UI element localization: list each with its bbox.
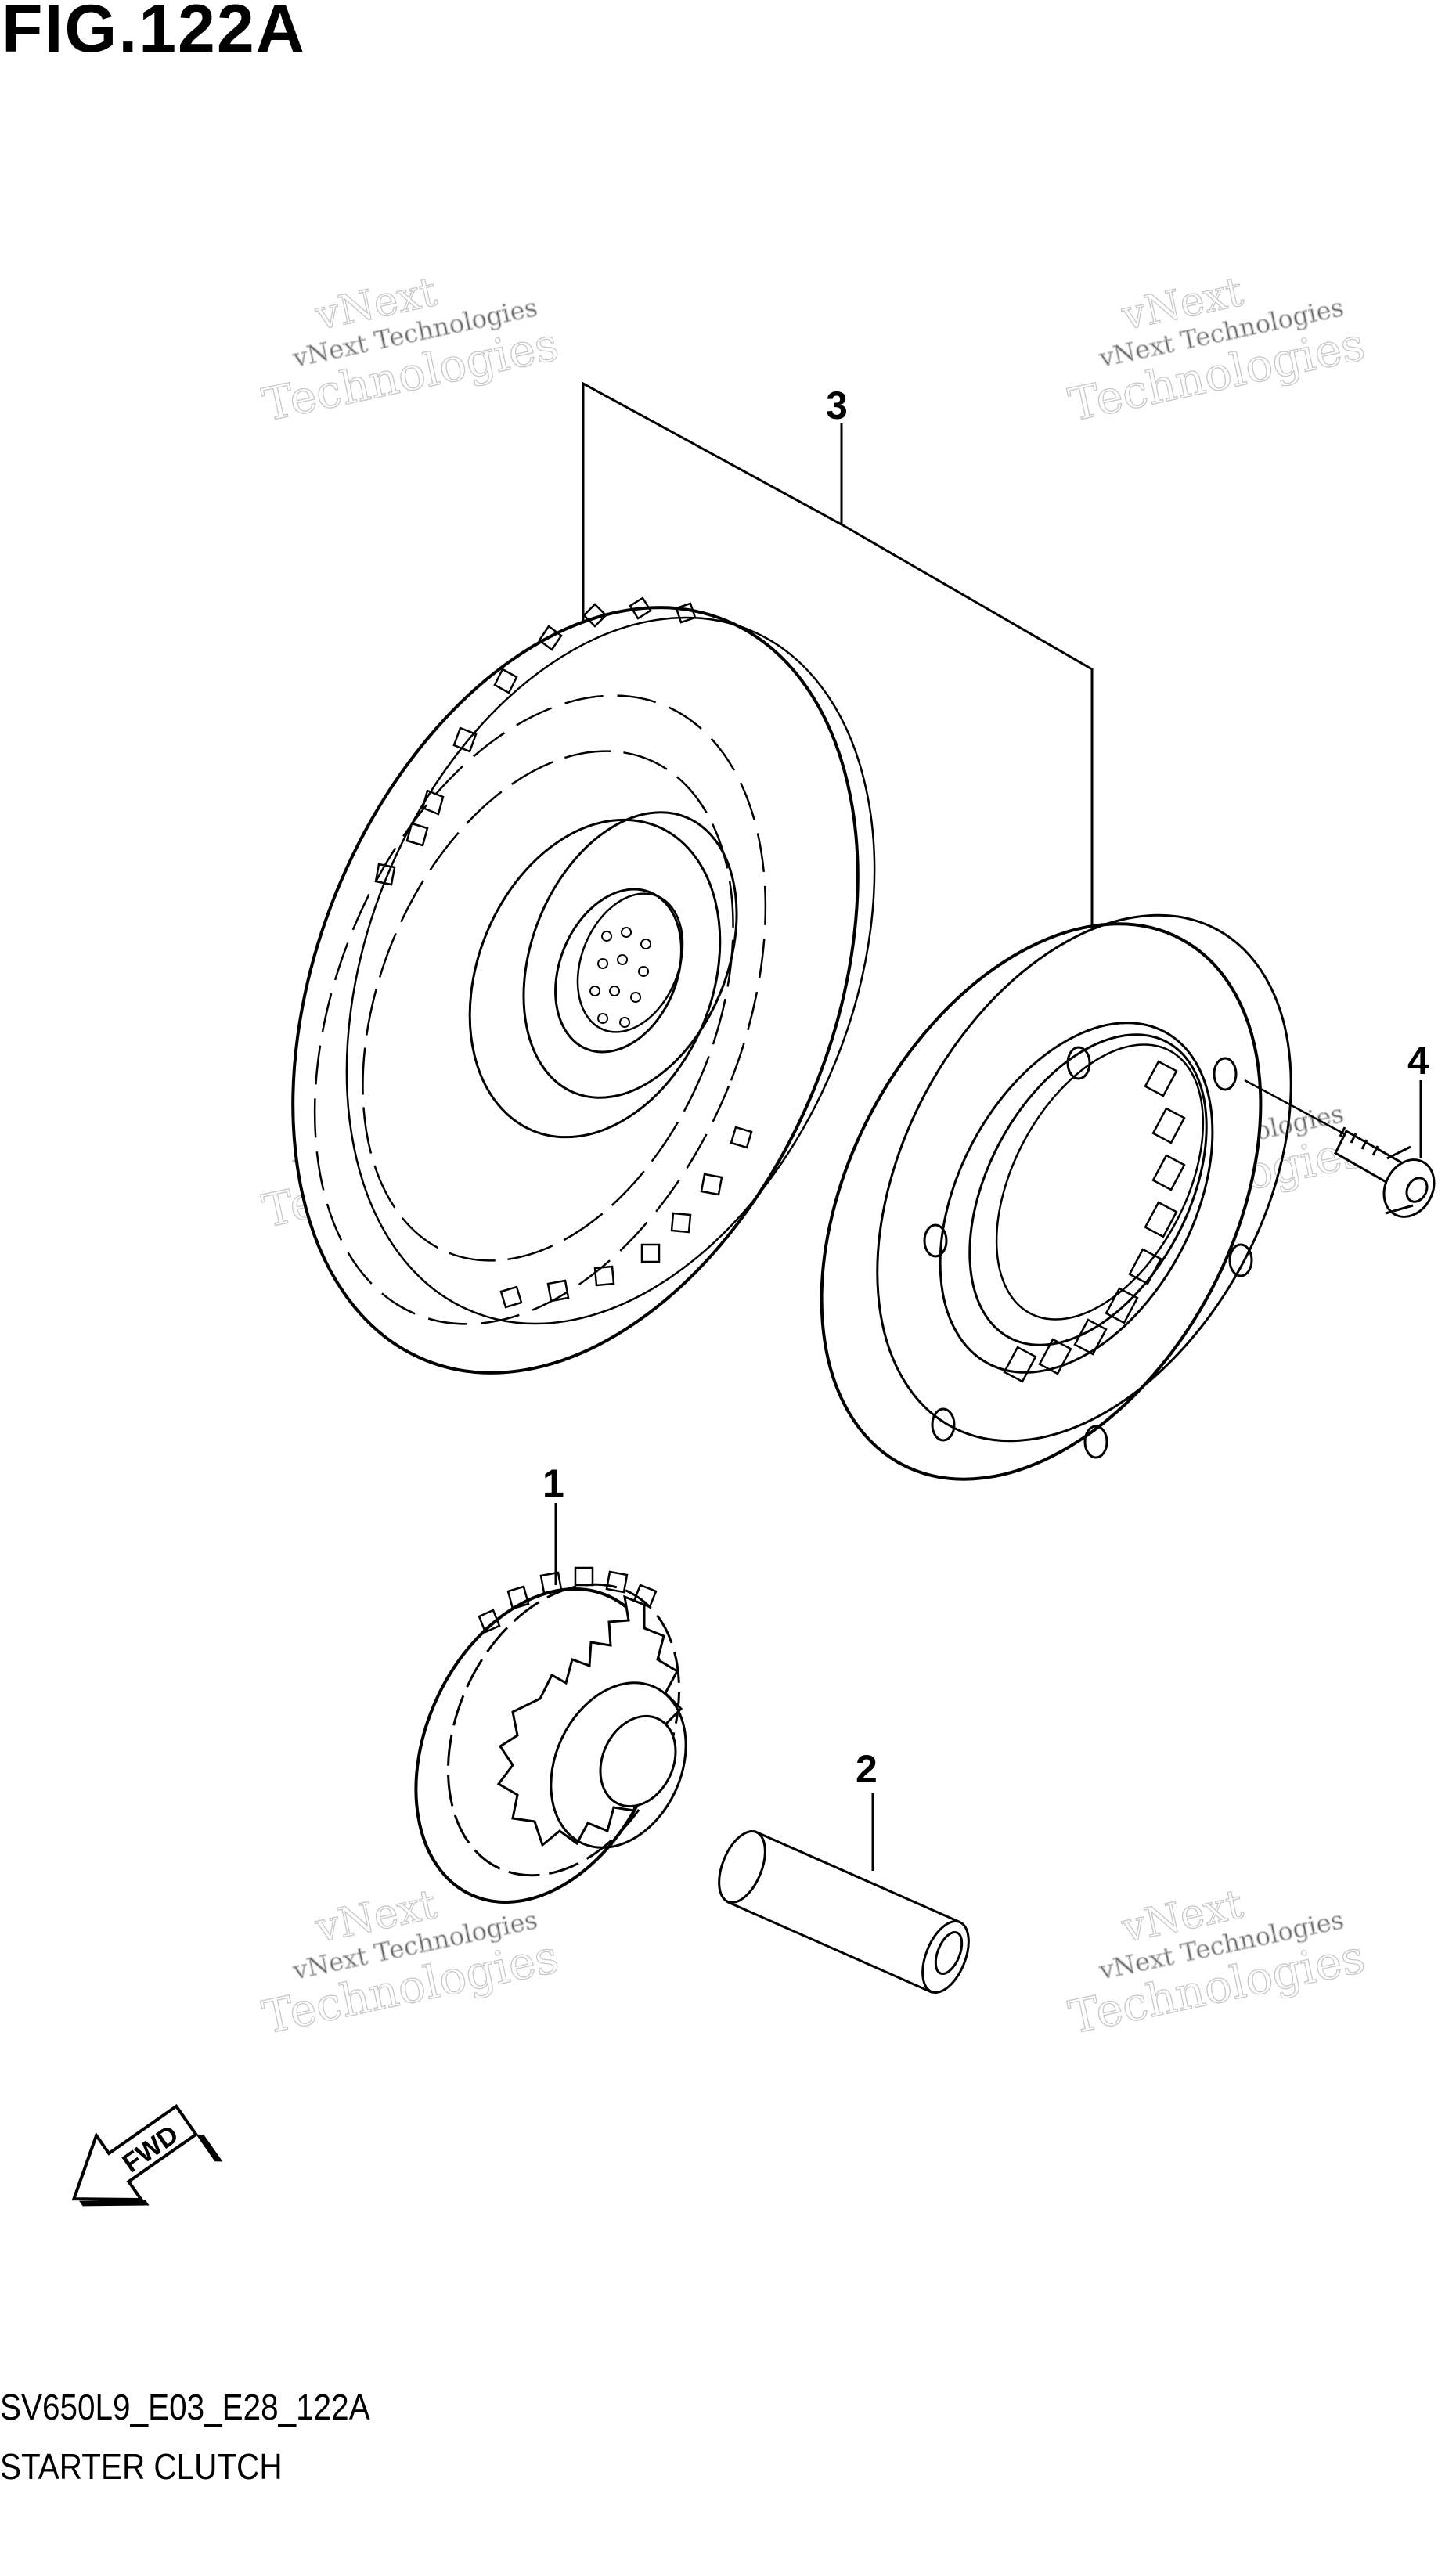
callout-2: 2	[856, 1747, 878, 1791]
callout-4: 4	[1407, 1039, 1429, 1083]
starter-driven-gear	[291, 596, 876, 1375]
callout-3: 3	[826, 384, 848, 427]
fwd-arrow-icon: FWD	[71, 2103, 223, 2207]
figure-title: FIG.122A	[2, 0, 306, 67]
idle-gear-shaft	[718, 1829, 970, 1994]
callout-3-leader	[582, 381, 1094, 959]
one-way-clutch	[820, 913, 1292, 1481]
figure-name: STARTER CLUTCH	[0, 2446, 283, 2487]
figure-code: SV650L9_E03_E28_122A	[0, 2387, 370, 2427]
starter-idle-gear	[414, 1566, 687, 1904]
callout-1: 1	[542, 1461, 564, 1505]
bolt	[1244, 1079, 1436, 1218]
